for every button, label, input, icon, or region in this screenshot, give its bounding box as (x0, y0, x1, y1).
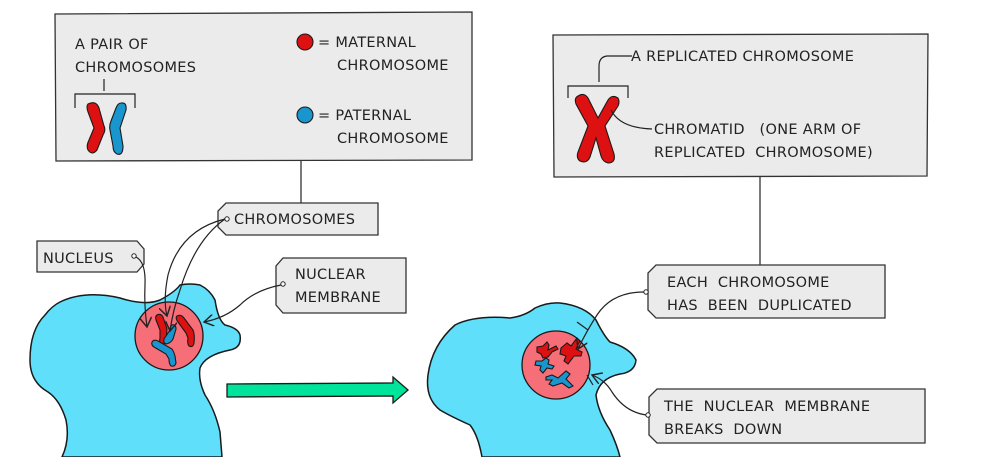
label-chromosomes: CHROMOSOMES (165, 202, 379, 331)
label-nucleus-text: NUCLEUS (43, 251, 114, 267)
membrane-break-mark (576, 321, 589, 331)
label-nuclear-membrane-line2: MEMBRANE (295, 290, 381, 306)
paternal-line2: CHROMOSOME (337, 131, 449, 147)
maternal-line1: = MATERNAL (318, 35, 416, 51)
cytoplasm-left (29, 283, 242, 457)
label-duplicated-line1: EACH CHROMOSOME (667, 275, 830, 291)
maternal-key-dot-icon (296, 33, 314, 51)
paternal-chromosome-icon (109, 102, 127, 155)
label-nuclear-membrane: NUCLEAR MEMBRANE (204, 257, 407, 322)
label-nucleus: NUCLEUS (36, 240, 147, 327)
label-duplicated: EACH CHROMOSOME HAS BEEN DUPLICATED (578, 264, 886, 349)
chromatid-line1: CHROMATID (ONE ARM OF (654, 122, 861, 138)
paternal-key-dot-icon (296, 106, 314, 124)
label-nuclear-membrane-line1: NUCLEAR (295, 267, 366, 283)
pair-bracket (74, 79, 136, 108)
replicated-label: A REPLICATED CHROMOSOME (631, 49, 854, 65)
maternal-chromosome-icon (86, 102, 106, 154)
label-membrane-breaks-line1: THE NUCLEAR MEMBRANE (663, 399, 870, 415)
pair-label-line2: CHROMOSOMES (75, 60, 196, 76)
chromatid-pointer (610, 109, 653, 130)
maternal-chromosome (175, 314, 195, 348)
key-box-right: A REPLICATED CHROMOSOME CHROMATID (ONE A… (552, 33, 929, 178)
paternal-line1: = PATERNAL (318, 108, 411, 124)
replicated-bracket (567, 55, 632, 98)
replicated-maternal-chromosome (536, 341, 559, 359)
process-arrow-icon (226, 375, 409, 405)
maternal-line2: CHROMOSOME (337, 58, 449, 74)
cell-before (29, 283, 242, 457)
chromatid-line2: REPLICATED CHROMOSOME) (654, 145, 873, 161)
key-box-left: A PAIR OF CHROMOSOMES = MATERNAL CHROMOS… (54, 11, 473, 162)
label-membrane-breaks-line2: BREAKS DOWN (664, 422, 782, 438)
replicated-chromosome-icon (574, 93, 620, 164)
pair-label-line1: A PAIR OF (75, 37, 149, 53)
label-membrane-breaks: THE NUCLEAR MEMBRANE BREAKS DOWN (592, 375, 926, 444)
replicated-paternal-chromosome (534, 357, 555, 374)
label-duplicated-line2: HAS BEEN DUPLICATED (667, 298, 852, 314)
cell-after (426, 302, 637, 457)
replicated-paternal-chromosome (545, 370, 574, 389)
paternal-chromosome (151, 339, 177, 367)
label-chromosomes-text: CHROMOSOMES (234, 212, 355, 228)
